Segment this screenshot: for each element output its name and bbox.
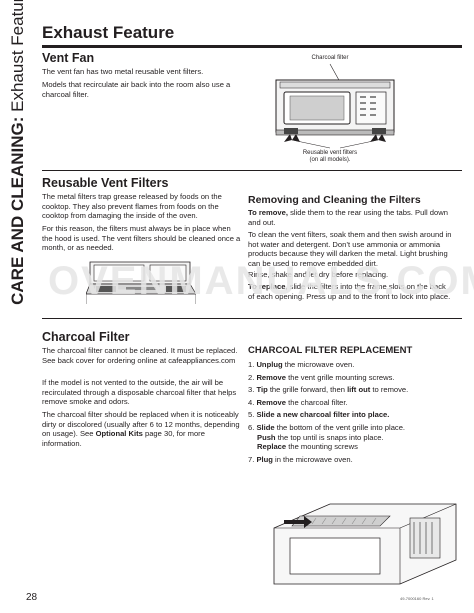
caption-line-1: Reusable vent filters (302, 150, 358, 156)
vent-fan-p1: The vent fan has two metal reusable vent… (42, 67, 204, 76)
side-tab-bold: CARE AND CLEANING: (8, 116, 27, 305)
reusable-p2: For this reason, the filters must always… (42, 224, 241, 253)
step-item: 7. Plug in the microwave oven. (248, 454, 353, 464)
step-item: 5. Slide a new charcoal filter into plac… (248, 410, 390, 420)
step-item: 2. Remove the vent grille mounting screw… (248, 372, 395, 382)
reusable-filters-caption: Reusable vent filters (on all models). (285, 150, 375, 164)
replace-lead: To replace, (248, 282, 288, 291)
step-item: 4. Remove the charcoal filter. (248, 397, 348, 407)
charcoal-filter-caption: Charcoal filter (311, 55, 349, 61)
reusable-p1: The metal filters trap grease released b… (42, 192, 222, 221)
charcoal-p3-a: The charcoal filter should be replaced w… (42, 410, 240, 439)
step-item: 6. Slide the bottom of the vent grille i… (248, 422, 406, 452)
vent-fan-heading: Vent Fan (42, 51, 95, 65)
remove-text: slide them to the rear using the tabs. P… (248, 208, 448, 227)
remove-lead: To remove, (248, 208, 288, 217)
vent-fan-p2: Models that recirculate air back into th… (42, 80, 231, 99)
replace-paragraph: To replace, slide the filters into the f… (248, 282, 453, 301)
removing-heading: Removing and Cleaning the Filters (248, 194, 421, 206)
remove-paragraph: To remove, slide them to the rear using … (248, 208, 448, 227)
optional-kits-ref: Optional Kits (95, 429, 143, 439)
section-divider-1 (42, 170, 462, 171)
hood-filters-illustration (86, 261, 196, 304)
replacement-heading: CHARCOAL FILTER REPLACEMENT (248, 345, 413, 356)
section-divider-2 (42, 318, 462, 319)
charcoal-filter-install-illustration (273, 503, 457, 585)
clean-paragraph: To clean the vent filters, soak them and… (248, 230, 452, 268)
side-tab-text: CARE AND CLEANING: Exhaust Feature (8, 0, 28, 305)
step-item: 3. Tip the grille forward, then lift out… (248, 385, 409, 395)
caption-line-2: (on all models). (309, 157, 351, 163)
charcoal-heading: Charcoal Filter (42, 330, 130, 344)
title-rule (42, 45, 462, 48)
reusable-heading: Reusable Vent Filters (42, 176, 169, 190)
replace-text: slide the filters into the frame slots o… (248, 282, 451, 301)
side-tab-rest: Exhaust Feature (8, 0, 27, 117)
charcoal-p2: If the model is not vented to the outsid… (42, 378, 237, 407)
charcoal-p1: The charcoal filter cannot be cleaned. I… (42, 346, 238, 365)
page-title: Exhaust Feature (42, 23, 175, 42)
rinse-paragraph: Rinse, shake and let dry before replacin… (248, 270, 389, 279)
charcoal-p3-c: page 30, for more information. (42, 429, 205, 448)
side-section-tab: CARE AND CLEANING: Exhaust Feature (4, 0, 32, 305)
step-item: 1. Unplug the microwave oven. (248, 360, 355, 369)
document-number: 49-7000160 Rev. 1 (400, 596, 434, 601)
replacement-steps: 1. Unplug the microwave oven. 2. Remove … (248, 360, 453, 467)
watermark: OVENMANUALS.COM (48, 259, 474, 303)
microwave-vent-illustration (275, 63, 395, 149)
charcoal-p3: The charcoal filter should be replaced w… (42, 410, 242, 448)
page-number: 28 (26, 592, 38, 603)
